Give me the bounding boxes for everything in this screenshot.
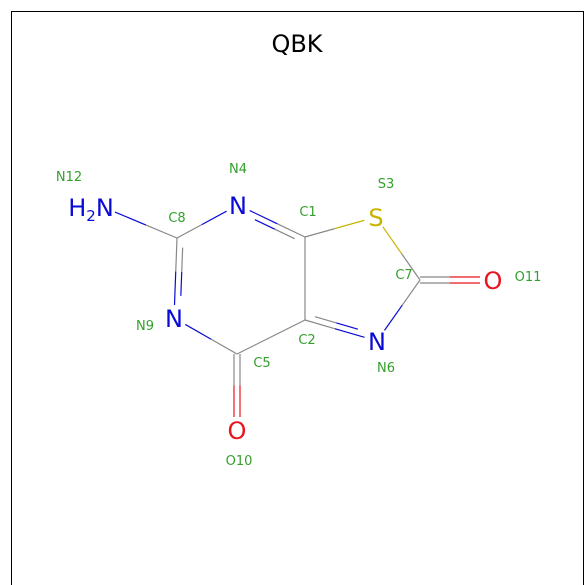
bond-n6-c2-inner xyxy=(336,322,359,330)
atom-index-label-n4: N4 xyxy=(229,162,247,177)
atom-index-label-c8: C8 xyxy=(168,211,185,226)
bond-n9-c8 xyxy=(173,271,177,306)
bond-c8-n4 xyxy=(176,224,203,239)
bond-n6-c2 xyxy=(334,328,365,338)
bond-s3-c7 xyxy=(382,226,402,254)
atom-n4: N xyxy=(229,192,247,220)
atom-n12: H2N xyxy=(68,194,114,225)
atom-index-label-c1: C1 xyxy=(299,205,316,220)
bond-n4-c1 xyxy=(277,223,306,238)
bond-n4-c1-inner xyxy=(274,228,295,240)
bond-layer xyxy=(114,210,480,417)
bond-c2-c5 xyxy=(236,336,272,355)
bond-c5-n9 xyxy=(184,323,212,340)
atom-s3: S xyxy=(368,204,383,232)
atom-index-label-n6: N6 xyxy=(377,361,395,376)
atom-index-label-c7: C7 xyxy=(395,268,412,283)
atom-n6: N xyxy=(368,328,386,356)
atom-index-label-n9: N9 xyxy=(136,319,154,334)
bond-c1-s3 xyxy=(334,219,365,230)
bond-n12-c8 xyxy=(145,224,178,239)
bond-c5-n9 xyxy=(210,338,238,355)
atom-index-label-c5: C5 xyxy=(253,356,270,371)
bond-n9-c8 xyxy=(175,237,178,272)
bond-c1-s3 xyxy=(304,228,335,238)
bond-n6-c2-inner xyxy=(314,316,337,324)
atom-index-label-c2: C2 xyxy=(298,333,315,348)
atom-n9: N xyxy=(165,305,183,333)
bond-n9-c8-inner xyxy=(181,247,184,272)
molecule-title: QBK xyxy=(271,30,323,58)
atom-o11: O xyxy=(484,267,503,295)
atom-index-label-o10: O10 xyxy=(226,454,253,469)
bond-n4-c1 xyxy=(249,210,278,225)
atom-index-label-o11: O11 xyxy=(515,270,542,285)
atom-index-label-s3: S3 xyxy=(378,177,395,192)
bond-s3-c7 xyxy=(400,253,421,281)
bond-n9-c8-inner xyxy=(180,271,183,296)
bond-c7-n6 xyxy=(401,279,421,306)
molecule-canvas xyxy=(11,11,584,585)
bond-c8-n4 xyxy=(201,210,227,226)
bond-c2-c5 xyxy=(270,319,306,338)
atom-index-label-n12: N12 xyxy=(56,170,82,185)
bond-n12-c8 xyxy=(114,211,147,226)
bond-n4-c1-inner xyxy=(254,219,276,230)
atom-o10: O xyxy=(228,417,247,445)
bond-n6-c2 xyxy=(304,319,335,330)
bond-c7-n6 xyxy=(383,304,403,331)
atom-layer: H2N N S O N O N xyxy=(68,192,502,445)
